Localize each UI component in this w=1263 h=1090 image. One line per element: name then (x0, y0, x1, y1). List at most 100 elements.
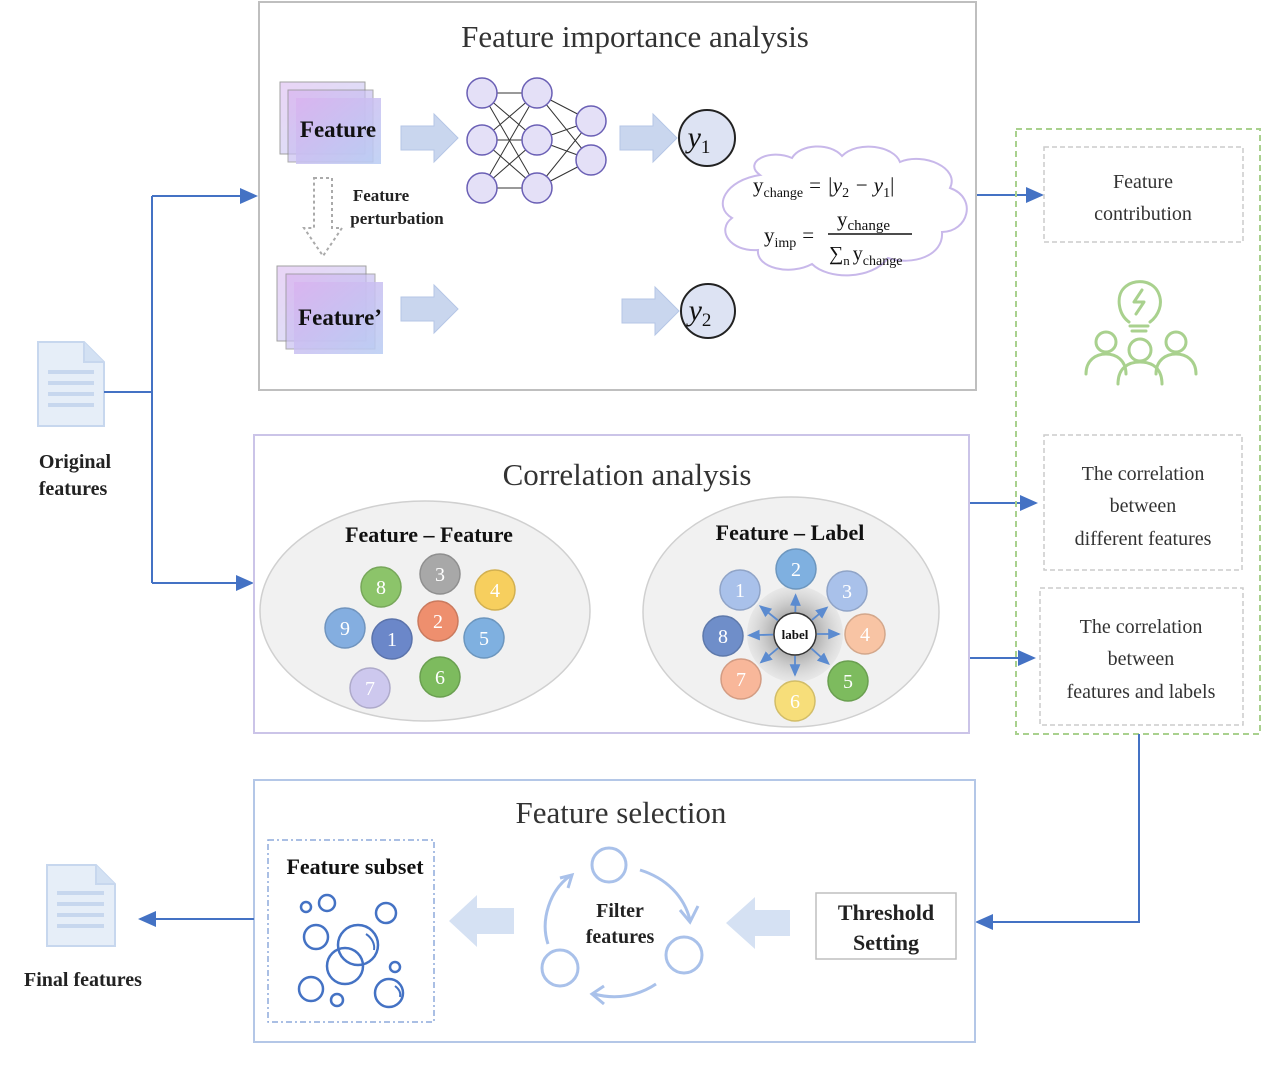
block-arrow-filter-to-subset (449, 895, 514, 947)
ff-circle-label-8: 8 (376, 577, 386, 599)
block-arrow-threshold-to-filter (726, 897, 790, 949)
perturbed-feature-stack (276, 265, 383, 354)
formula-cloud (721, 145, 968, 277)
ff-circle-label-2: 2 (433, 611, 443, 633)
fl-circle-label-6: 6 (790, 691, 800, 713)
y1-label: y1 (685, 121, 711, 158)
threshold-line2: Setting (853, 930, 919, 955)
feature-feature-label: Feature – Feature (345, 522, 513, 547)
fl-circle-label-5: 5 (843, 671, 853, 693)
ff-circle-8 (360, 566, 402, 608)
label-center-text: label (782, 627, 809, 642)
corr-labels-line2: between (1108, 648, 1175, 670)
block-arrow-nn-to-y1 (619, 112, 678, 164)
filter-label-line2: features (586, 926, 655, 948)
selection-title: Feature selection (516, 795, 727, 830)
fl-circle-6 (774, 680, 816, 722)
ff-circle-label-3: 3 (435, 564, 445, 586)
fl-circle-label-1: 1 (735, 580, 745, 602)
label-arrow-3 (811, 606, 829, 621)
team-insight-icon (1084, 280, 1198, 386)
fl-circle-3 (826, 570, 868, 612)
ff-circle-label-6: 6 (435, 667, 445, 689)
filter-cycle-icon (540, 846, 704, 1006)
feature-label-label: Feature – Label (716, 520, 865, 545)
ff-circle-9 (324, 607, 366, 649)
final-features-label: Final features (24, 969, 142, 991)
fl-circle-label-8: 8 (718, 626, 728, 648)
neural-network-icon (466, 77, 607, 204)
original-features-label-line2: features (39, 478, 108, 500)
contribution-box (1043, 146, 1244, 243)
threshold-line1: Threshold (838, 900, 934, 925)
ff-circle-label-9: 9 (340, 618, 350, 640)
corr-features-line2: between (1110, 495, 1177, 517)
bubbles-icon (297, 893, 405, 1009)
filter-label-line1: Filter (596, 900, 644, 922)
ff-circle-1 (371, 618, 413, 660)
block-arrow-feature-to-nn (400, 112, 459, 164)
block-arrow-perturbed-to-nn (400, 283, 459, 335)
ff-circle-label-5: 5 (479, 628, 489, 650)
fl-circle-label-7: 7 (736, 669, 746, 691)
fl-circle-5 (827, 660, 869, 702)
feature-feature-circles: 1 2 3 4 5 6 7 8 9 (324, 553, 516, 709)
perturbed-feature-label: Feature’ (298, 305, 382, 330)
formula-change: ychange=|y2 − y1| (753, 173, 894, 201)
original-features-label-line1: Original (39, 451, 112, 473)
y2-label: y2 (686, 294, 712, 331)
ff-circle-7 (349, 667, 391, 709)
perturbation-arrow (302, 177, 344, 258)
ff-circle-5 (463, 617, 505, 659)
contribution-line1: Feature (1113, 171, 1173, 193)
correlation-title: Correlation analysis (503, 457, 752, 492)
fl-circle-1 (719, 569, 761, 611)
corr-labels-box (1039, 587, 1244, 726)
label-arrow-7 (759, 647, 779, 664)
block-arrow-to-y2 (621, 285, 680, 337)
label-arrow-8 (747, 629, 774, 641)
fl-circle-label-4: 4 (860, 624, 870, 646)
y1-node (678, 109, 736, 167)
perturbation-label-line1: Feature (353, 186, 410, 205)
ff-circle-2 (417, 600, 459, 642)
original-connector (104, 188, 258, 591)
corr-labels-line1: The correlation (1080, 616, 1203, 638)
fl-circle-label-2: 2 (791, 559, 801, 581)
importance-title: Feature importance analysis (461, 19, 809, 54)
corr-features-box (1043, 434, 1243, 571)
ff-circle-4 (474, 569, 516, 611)
original-features-icon (37, 341, 105, 427)
threshold-box (815, 892, 957, 960)
ff-circle-label-4: 4 (490, 580, 500, 602)
feature-stack (279, 81, 381, 164)
label-arrows (747, 593, 841, 677)
ff-circle-6 (419, 656, 461, 698)
ff-circle-3 (419, 553, 461, 595)
feature-subset-box (267, 839, 435, 1023)
fl-circle-8 (702, 615, 744, 657)
feature-label: Feature (300, 117, 376, 142)
perturbation-label-line2: perturbation (350, 209, 444, 228)
label-center-node (773, 612, 817, 656)
fl-circle-7 (720, 658, 762, 700)
svg-text:ychange: ychange (837, 207, 890, 234)
svg-text:ychange=|y2 − y1|: ychange=|y2 − y1| (753, 173, 894, 201)
fl-circle-4 (844, 613, 886, 655)
corr-labels-line3: features and labels (1067, 681, 1216, 703)
feature-subset-label: Feature subset (286, 854, 424, 879)
label-arrow-5 (810, 647, 830, 665)
ff-circle-label-7: 7 (365, 678, 375, 700)
contribution-line2: contribution (1094, 203, 1192, 225)
y2-node (680, 283, 736, 339)
label-arrow-1 (758, 605, 779, 621)
svg-text:yimp=: yimp= (764, 223, 814, 251)
ff-circle-label-1: 1 (387, 629, 397, 651)
arrow-panel-to-threshold (975, 734, 1140, 930)
corr-features-line1: The correlation (1082, 463, 1205, 485)
